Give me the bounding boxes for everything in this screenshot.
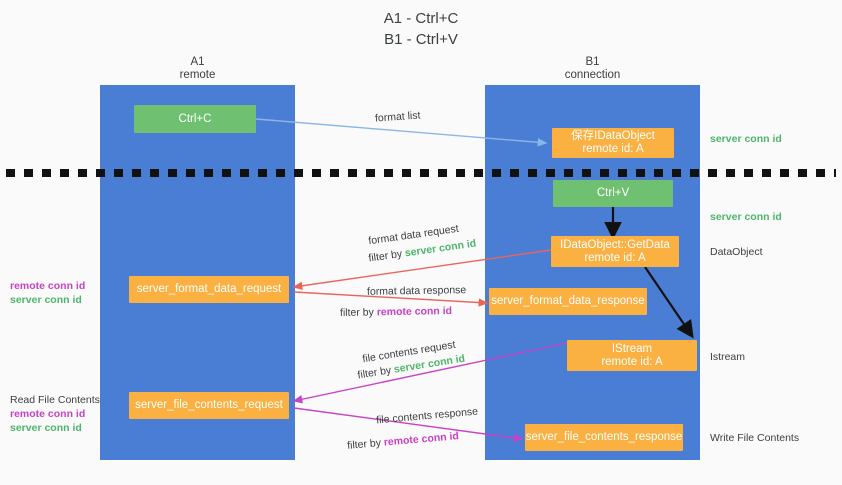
right-write-file-contents: Write File Contents	[710, 432, 800, 444]
edge-label-filter-remote-1: filter by remote conn id	[340, 304, 452, 320]
node-getdata-line2: remote id: A	[584, 251, 646, 264]
node-idataobject-top-line2: remote id: A	[582, 143, 644, 155]
edge-label-format-data-response-text: format data response	[366, 284, 467, 298]
right-istream: Istream	[710, 351, 746, 363]
column-a1-name: A1	[190, 56, 205, 68]
node-server-format-data-response[interactable]: server_format_data_response	[489, 288, 647, 315]
node-ctrl-c-label: Ctrl+C	[178, 112, 212, 125]
filter-by-text-1: filter by	[367, 247, 403, 265]
right-dataobject: DataObject	[710, 246, 763, 258]
left-server-conn-id-2: server conn id	[10, 422, 82, 434]
edge-label-file-contents-response-text: file contents response	[375, 405, 479, 427]
edge-label-format-data-response: format data response	[367, 283, 466, 299]
left-remote-conn-id-1: remote conn id	[10, 280, 86, 292]
edge-label-format-list-text: format list	[374, 109, 421, 125]
filter-by-text-2: filter by	[339, 306, 374, 319]
node-ctrl-v[interactable]: Ctrl+V	[553, 180, 673, 207]
edge-label-filter-remote-2: filter by remote conn id	[347, 429, 460, 453]
remote-conn-id-text-2: remote conn id	[383, 430, 460, 449]
column-b1-sub: connection	[564, 69, 621, 81]
node-server-format-data-response-label: server_format_data_response	[491, 295, 645, 307]
column-header-a1: A1 remote	[100, 56, 295, 82]
node-server-format-data-request-label: server_format_data_request	[136, 283, 282, 295]
node-server-file-contents-response[interactable]: server_file_contents_response	[525, 424, 683, 451]
title-line-1: A1 - Ctrl+C	[383, 10, 459, 27]
remote-conn-id-text-1: remote conn id	[376, 305, 453, 319]
node-istream[interactable]: IStream remote id: A	[567, 340, 697, 371]
left-server-conn-id-1: server conn id	[10, 294, 82, 306]
node-server-file-contents-response-label: server_file_contents_response	[525, 431, 683, 443]
right-server-conn-id-2: server conn id	[710, 211, 782, 223]
node-getdata-line1: IDataObject::GetData	[560, 238, 670, 251]
node-ctrl-c[interactable]: Ctrl+C	[134, 105, 256, 133]
left-label-group-2: Read File Contents remote conn id server…	[10, 393, 100, 435]
column-a1-sub: remote	[179, 69, 216, 81]
node-server-file-contents-request[interactable]: server_file_contents_request	[129, 392, 289, 419]
node-idataobject-getdata[interactable]: IDataObject::GetData remote id: A	[551, 236, 679, 267]
left-read-file-contents: Read File Contents	[10, 394, 100, 406]
column-b1-name: B1	[585, 56, 600, 68]
node-istream-line1: IStream	[611, 342, 653, 355]
right-server-conn-id-1: server conn id	[710, 133, 782, 145]
node-idataobject-top[interactable]: 保存IDataObject remote id: A	[552, 128, 674, 158]
title-line-2: B1 - Ctrl+V	[384, 31, 458, 48]
left-label-group-1: remote conn id server conn id	[10, 279, 85, 307]
left-remote-conn-id-2: remote conn id	[10, 408, 86, 420]
node-istream-line2: remote id: A	[601, 355, 663, 368]
column-header-b1: B1 connection	[485, 56, 700, 82]
edge-label-format-list: format list	[375, 108, 421, 125]
edge-label-file-contents-response: file contents response	[376, 405, 479, 428]
node-ctrl-v-label: Ctrl+V	[596, 187, 630, 199]
node-server-file-contents-request-label: server_file_contents_request	[135, 399, 283, 411]
node-server-format-data-request[interactable]: server_format_data_request	[129, 276, 289, 303]
node-idataobject-top-line1: 保存IDataObject	[571, 130, 655, 142]
filter-by-text-3: filter by	[356, 364, 393, 382]
filter-by-text-4: filter by	[346, 436, 382, 452]
page-title: A1 - Ctrl+C B1 - Ctrl+V	[0, 8, 842, 50]
